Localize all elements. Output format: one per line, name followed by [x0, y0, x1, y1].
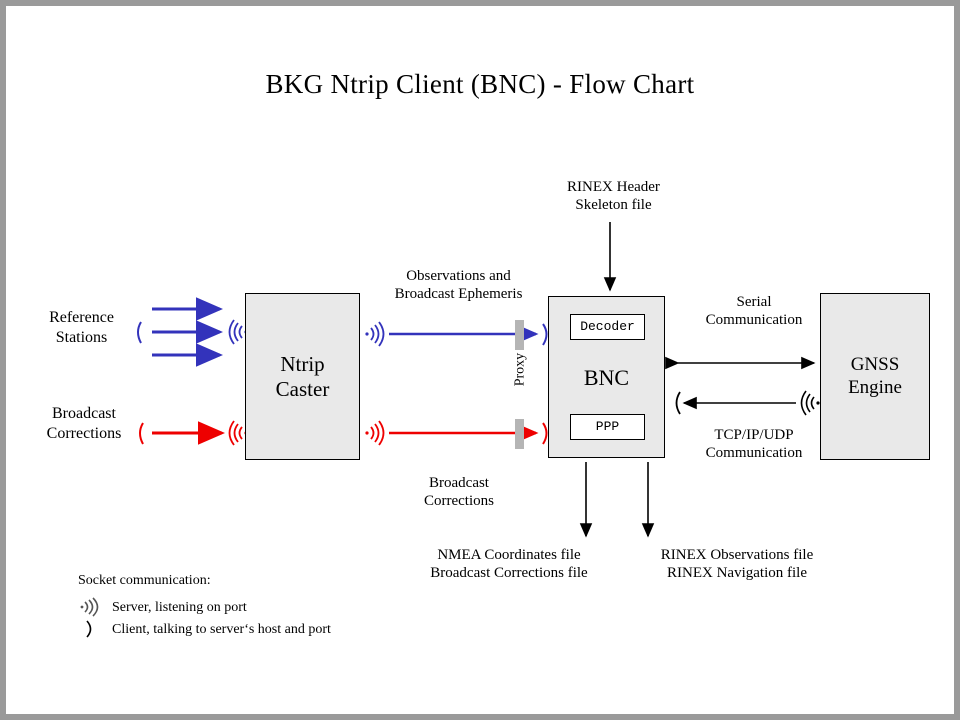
label-observations-ephemeris: Observations and Broadcast Ephemeris [394, 268, 523, 303]
arrow-reference-stations [152, 297, 223, 367]
node-bnc-decoder[interactable]: Decoder [570, 314, 645, 340]
proxy-label: Proxy [512, 352, 528, 387]
label-tcpip-communication: TCP/IP/UDP Communication [705, 427, 803, 462]
diagram-canvas: BKG Ntrip Client (BNC) - Flow Chart [6, 6, 954, 714]
node-bnc-label: BNC [583, 365, 630, 390]
legend-item-server-label: Server, listening on port [112, 599, 247, 615]
proxy-bar-upper [515, 320, 524, 350]
server-antenna-icon-caster-in-blue [228, 319, 248, 345]
label-rinex-header-skeleton: RINEX Header Skeleton file [567, 179, 660, 214]
server-antenna-icon-caster-out-red [365, 420, 385, 446]
node-gnss-engine[interactable]: GNSS Engine [820, 293, 930, 460]
legend-item-server: Server, listening on port [78, 596, 418, 618]
client-paren-icon-reference-stations [137, 321, 142, 344]
legend-item-client-label: Client, talking to server‘s host and por… [112, 621, 331, 637]
client-paren-icon-bnc-observations [542, 323, 548, 346]
client-paren-icon-broadcast-corrections [139, 422, 144, 445]
server-antenna-icon [78, 596, 112, 618]
label-nmea-outputs: NMEA Coordinates file Broadcast Correcti… [430, 547, 588, 582]
page-title: BKG Ntrip Client (BNC) - Flow Chart [265, 69, 695, 99]
node-ntrip-caster-label: Ntrip Caster [275, 351, 330, 401]
proxy-bar-lower [515, 419, 524, 449]
label-broadcast-corrections-out: Broadcast Corrections [424, 475, 494, 510]
server-antenna-icon-gnss-tcpip [800, 390, 820, 416]
connector-layer [137, 222, 820, 538]
node-bnc-decoder-label: Decoder [580, 319, 635, 335]
label-rinex-outputs: RINEX Observations file RINEX Navigation… [660, 547, 814, 582]
label-reference-stations: Reference Stations [49, 309, 114, 346]
label-serial-communication: Serial Communication [705, 294, 803, 329]
client-paren-icon-bnc-tcpip [675, 391, 681, 415]
node-ntrip-caster[interactable]: Ntrip Caster [245, 293, 360, 460]
node-bnc-ppp[interactable]: PPP [570, 414, 645, 440]
node-bnc-ppp-label: PPP [595, 419, 620, 435]
legend-item-client: Client, talking to server‘s host and por… [78, 618, 418, 640]
legend: Socket communication: Server, listening … [78, 572, 418, 640]
legend-heading: Socket communication: [78, 573, 211, 588]
client-paren-icon-bnc-corrections [542, 422, 548, 445]
node-bnc[interactable]: Decoder BNC PPP [548, 296, 665, 458]
label-broadcast-corrections-in: Broadcast Corrections [46, 405, 122, 442]
node-gnss-engine-label: GNSS Engine [848, 354, 902, 398]
client-paren-icon [78, 618, 112, 640]
server-antenna-icon-caster-out-blue [365, 321, 385, 347]
